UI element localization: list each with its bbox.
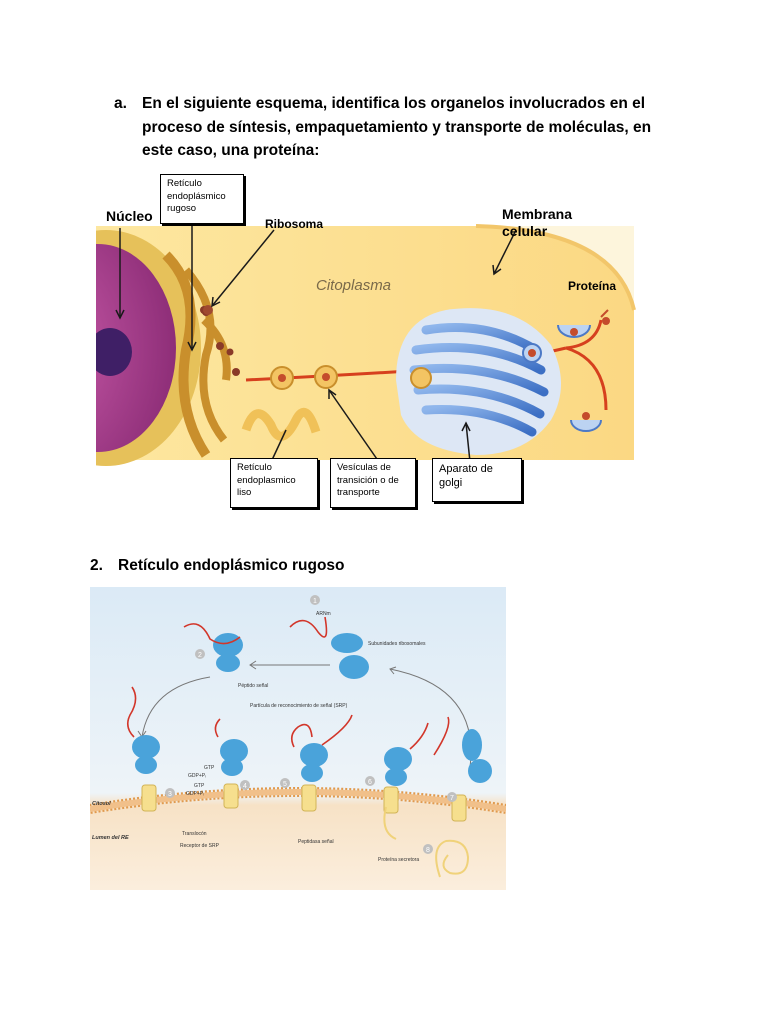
arrow-ribosoma [211,229,275,307]
question-a-text: En el siguiente esquema, identifica los … [142,95,652,159]
label-ribosoma: Ribosoma [265,217,324,231]
answer-box-golgi: Aparato de golgi [432,458,522,502]
step-4: 4 [243,783,247,790]
label-lumen: Lumen del RE [92,835,129,841]
label-proteina-secretora: Proteína secretora [378,857,419,863]
step-8: 8 [426,847,430,854]
answer-box-rer: Retículo endoplásmico rugoso [160,174,244,224]
nucleolus [88,328,132,376]
cell-diagram: Citoplasma Núcleo Ribosoma Membrana celu… [11,170,636,518]
step-markers: 1 2 3 4 5 6 7 8 [165,595,457,854]
step-6: 6 [368,779,372,786]
question-a: a. En el siguiente esquema, identifica l… [114,92,651,159]
secreted-protein-shape [435,839,470,878]
question-2-marker: 2. [90,557,103,574]
question-2-text: Retículo endoplásmico rugoso [118,557,345,574]
label-translocon: Translocón [182,831,207,837]
secretory-vesicles [557,309,610,432]
ribosome-icons [132,633,492,786]
step-7: 7 [450,795,454,802]
rer-diagram: 1 2 3 4 5 6 7 8 ARNm Subunidades ribosom… [89,587,507,890]
ribosome-pointed [203,305,213,315]
label-receptor: Receptor de SRP [180,843,220,849]
arrow-vesiculas [328,389,380,463]
answer-box-rel: Retículo endoplasmico liso [230,458,318,508]
label-membrana: Membrana celular [502,206,573,239]
step-1: 1 [313,598,317,605]
answer-box-vesiculas: Vesículas de transición o de transporte [330,458,416,508]
translocons [141,783,467,822]
label-gdp-2: GDP+Pᵢ [186,791,204,797]
label-gtp-2: GTP [194,783,205,789]
label-citoplasma: Citoplasma [316,277,391,294]
label-citosol: Citosol [92,801,111,807]
label-nucleo: Núcleo [106,208,153,224]
arrow-rel [271,429,287,461]
label-peptidasa: Peptidasa señal [298,839,334,845]
label-gdp-1: GDP+Pᵢ [188,773,206,779]
step-5: 5 [283,781,287,788]
label-subunidades: Subunidades ribosomales [368,641,426,647]
step-2: 2 [198,652,202,659]
label-arnm: ARNm [316,611,331,617]
arrow-golgi [465,422,471,463]
mrna-strands [126,616,450,756]
golgi-apparatus [396,308,561,455]
peptide-chain [383,806,397,840]
question-2: 2. Retículo endoplásmico rugoso [90,554,345,578]
label-arrows [115,216,517,463]
label-srp: Partícula de reconocimiento de señal (SR… [250,703,348,709]
label-gtp-1: GTP [204,765,215,771]
arrow-membrana [493,229,517,275]
step-3: 3 [168,791,172,798]
cell-membrane [475,224,636,311]
transport-vesicles [270,365,338,390]
question-a-marker: a. [114,95,127,112]
smooth-er [241,407,321,441]
rer-illustration: 1 2 3 4 5 6 7 8 ARNm Subunidades ribosom… [89,587,507,890]
label-peptido: Péptido señal [238,683,268,689]
cell-illustration: Citoplasma [11,216,636,466]
label-proteina: Proteína [568,279,617,293]
